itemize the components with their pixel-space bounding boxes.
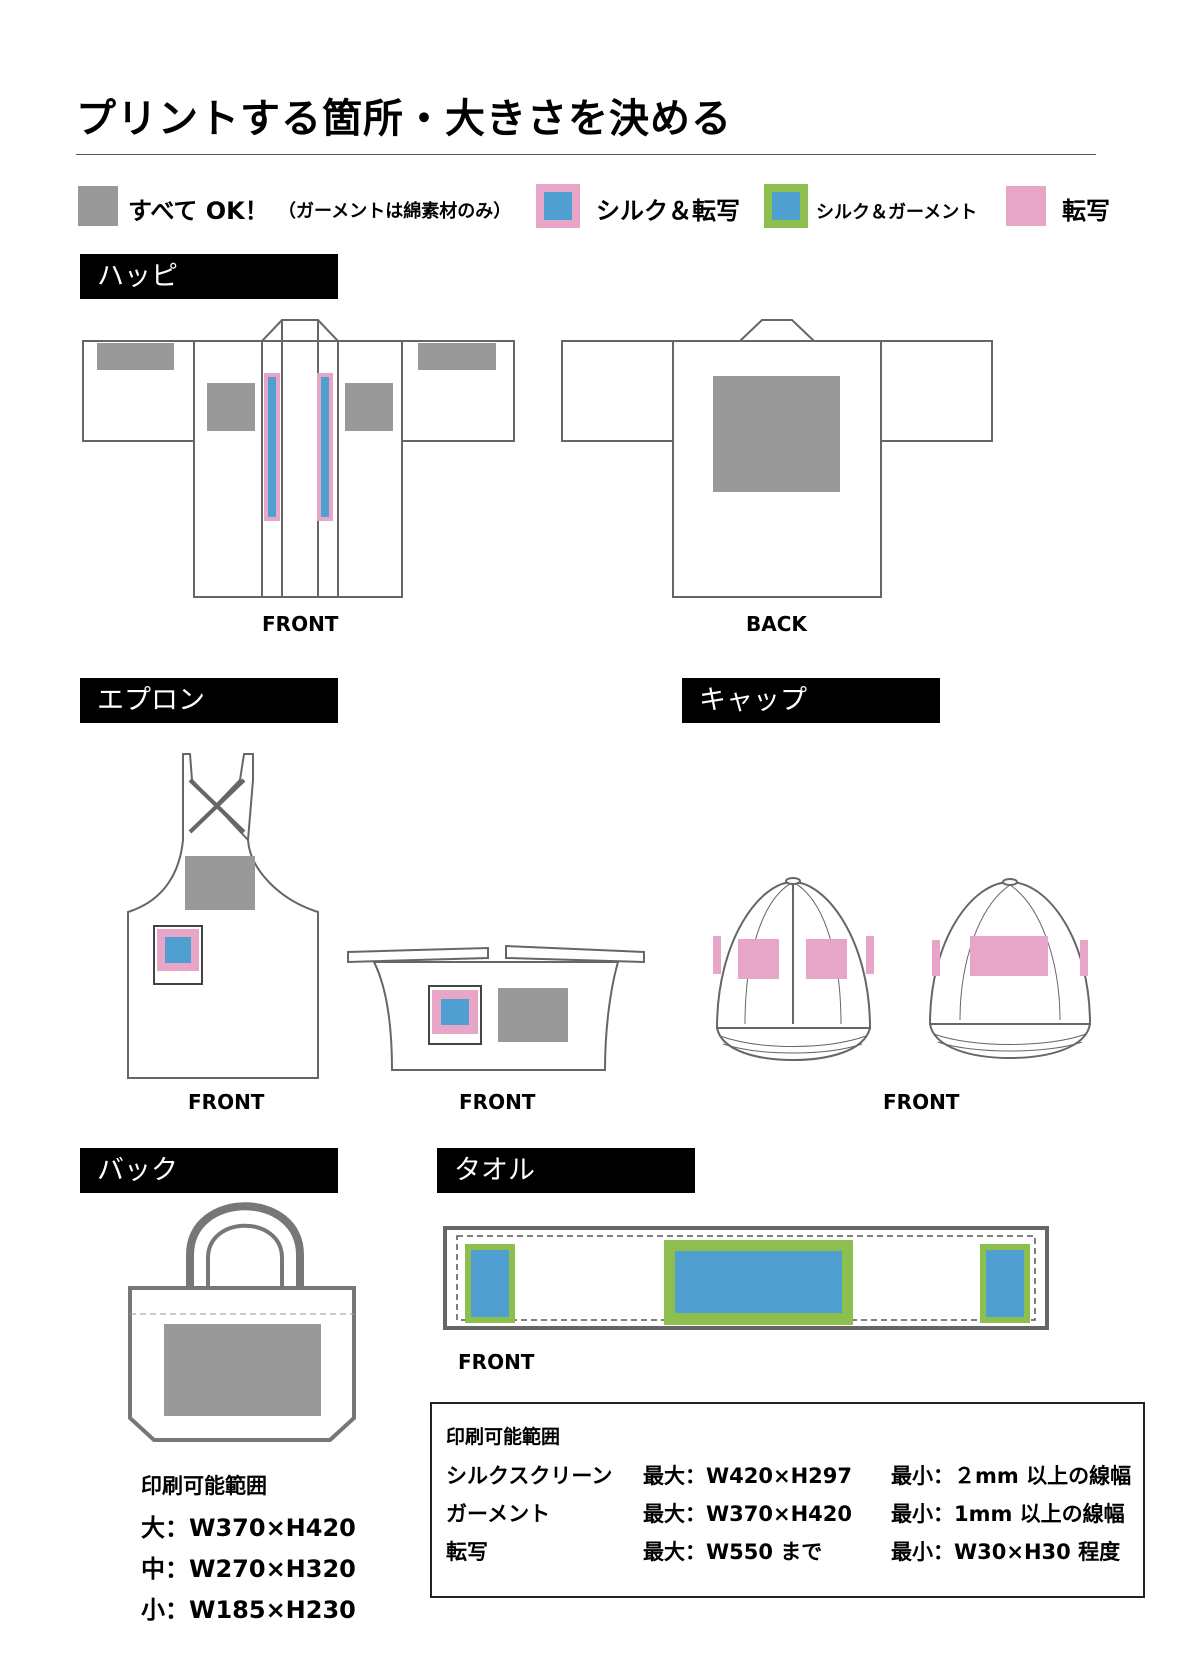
- print-area-heading: 印刷可能範囲: [446, 1426, 561, 1448]
- print-area-row-max: 最大：W370×H420: [643, 1502, 853, 1526]
- legend-swatch-silk-transfer: [536, 184, 580, 228]
- towel-illustration: [443, 1226, 1049, 1330]
- title-divider: [76, 154, 1096, 155]
- legend-label-silk-transfer: シルク＆転写: [596, 197, 740, 225]
- legend-swatch-transfer: [1006, 186, 1046, 226]
- bag-area-heading: 印刷可能範囲: [141, 1474, 267, 1498]
- caption-happi-front: FRONT: [262, 612, 339, 636]
- section-header-happi: ハッピ: [80, 254, 338, 299]
- cap-right-panel-area: [806, 939, 847, 979]
- legend-label-all-ok: すべて OK！: [128, 197, 269, 225]
- bag-area-large: 大：W370×H420: [141, 1514, 356, 1542]
- cap-front-illustration-1: [713, 877, 874, 1062]
- cap-center-panel-area: [970, 936, 1048, 976]
- section-header-apron: エプロン: [80, 678, 338, 723]
- print-area-row-method: シルクスクリーン: [446, 1464, 613, 1488]
- caption-apron-front: FRONT: [188, 1090, 265, 1114]
- print-area-row-method: ガーメント: [446, 1502, 551, 1526]
- caption-towel-front: FRONT: [458, 1350, 535, 1374]
- caption-cap-front: FRONT: [883, 1090, 960, 1114]
- caption-happi-back: BACK: [746, 612, 807, 636]
- waist-apron-illustration: [347, 944, 645, 1071]
- happi-front-left-chest-area: [207, 383, 255, 431]
- print-area-row-min: 最小：W30×H30 程度: [891, 1540, 1121, 1564]
- legend-label-transfer: 転写: [1062, 197, 1110, 225]
- print-area-row-max: 最大：W420×H297: [643, 1464, 853, 1488]
- happi-front-left-sleeve-area: [97, 343, 174, 370]
- cap-front-illustration-2: [928, 878, 1092, 1060]
- happi-back-illustration: [561, 319, 993, 598]
- bag-area-small: 小：W185×H230: [141, 1596, 356, 1624]
- legend-swatch-silk-garment: [764, 184, 808, 228]
- legend-note-all-ok: （ガーメントは綿素材のみ）: [278, 201, 512, 222]
- happi-front-right-chest-area: [345, 383, 393, 431]
- print-area-row-min: 最小：1mm 以上の線幅: [891, 1502, 1125, 1526]
- tote-bag-illustration: [128, 1202, 356, 1442]
- section-header-cap: キャップ: [682, 678, 940, 723]
- bib-apron-chest-area: [185, 856, 255, 910]
- bag-area-medium: 中：W270×H320: [141, 1555, 356, 1583]
- tote-bag-print-area: [164, 1324, 321, 1416]
- section-header-towel: タオル: [437, 1148, 695, 1193]
- print-area-row-max: 最大：W550 まで: [643, 1540, 823, 1564]
- section-header-bag: バック: [80, 1148, 338, 1193]
- happi-back-print-area: [713, 376, 840, 492]
- legend-label-silk-garment: シルク＆ガーメント: [816, 202, 978, 223]
- happi-front-illustration: [82, 319, 515, 598]
- happi-front-right-sleeve-area: [418, 343, 496, 370]
- legend-swatch-all-ok: [78, 186, 118, 226]
- print-area-row-method: 転写: [446, 1540, 488, 1564]
- bib-apron-illustration: [127, 753, 319, 1079]
- print-area-box: [430, 1402, 1145, 1598]
- page-title: プリントする箇所・大きさを決める: [76, 96, 732, 142]
- waist-apron-front-area: [498, 988, 568, 1042]
- print-area-row-min: 最小：２mm 以上の線幅: [891, 1464, 1132, 1488]
- cap-left-panel-area: [738, 939, 779, 979]
- caption-waist-apron-front: FRONT: [459, 1090, 536, 1114]
